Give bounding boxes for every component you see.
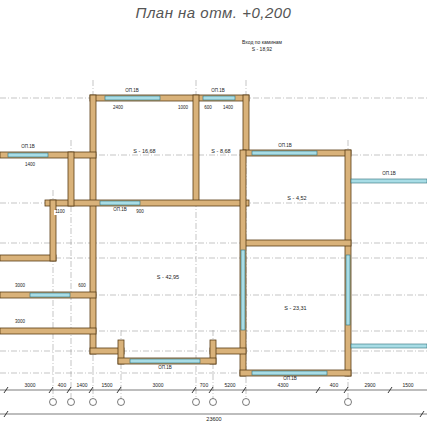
axis-markers bbox=[50, 399, 352, 406]
dimension: 900 bbox=[135, 210, 145, 215]
windows bbox=[8, 96, 427, 375]
dimension: 5200 bbox=[223, 383, 236, 388]
dimension: 1400 bbox=[75, 383, 88, 388]
dimension: 600 bbox=[77, 284, 87, 289]
dimension: 3000 bbox=[14, 320, 26, 325]
log-walls bbox=[0, 95, 351, 376]
dimension: 1500 bbox=[100, 383, 113, 388]
dimension: 3000 bbox=[14, 284, 26, 289]
room-area: S - 4,52 bbox=[286, 195, 307, 201]
dimension: 1400 bbox=[24, 163, 36, 168]
grid-lines bbox=[0, 80, 427, 400]
room: S - 42,95 bbox=[96, 206, 240, 348]
room-area: S - 8,68 bbox=[210, 148, 231, 154]
room-area: S - 23,31 bbox=[283, 305, 307, 311]
dimension: 1500 bbox=[401, 383, 414, 388]
room: S - 16,68 bbox=[96, 101, 193, 200]
dimension: 1000 bbox=[177, 106, 189, 111]
dimension: 4300 bbox=[276, 383, 289, 388]
room: S - 23,31 bbox=[246, 246, 345, 370]
room: S - 8,68 bbox=[199, 101, 243, 200]
plan-title: План на отм. +0,200 bbox=[0, 4, 427, 21]
window-mark: ОП.1В bbox=[210, 89, 226, 94]
dimension: 1400 bbox=[222, 106, 234, 111]
room: S - 4,52 bbox=[249, 156, 345, 240]
dimension: 400 bbox=[57, 383, 67, 388]
room-area: S - 16,68 bbox=[132, 148, 156, 154]
window-mark: ОП.1В bbox=[157, 366, 173, 371]
dimension: 3000 bbox=[23, 383, 36, 388]
dimension: 2400 bbox=[112, 106, 124, 111]
dimension-line bbox=[0, 387, 427, 417]
dimension: 700 bbox=[199, 383, 209, 388]
dimension: 3000 bbox=[151, 383, 164, 388]
note: Вход по каминам bbox=[241, 40, 283, 45]
room-area: S - 42,95 bbox=[156, 274, 180, 280]
window-mark: ОП.1В bbox=[381, 172, 397, 177]
window-mark: ОП.1В bbox=[277, 144, 293, 149]
window-mark: ОП.1В bbox=[112, 208, 128, 213]
window-mark: ОП.1В bbox=[124, 89, 140, 94]
window-mark: ОП.1В bbox=[20, 145, 36, 150]
dimension: 600 bbox=[203, 106, 213, 111]
window-mark: ОП.1В bbox=[282, 377, 298, 382]
dimension: 400 bbox=[329, 383, 339, 388]
total-dimension: 23600 bbox=[205, 417, 222, 423]
dimension: 2900 bbox=[363, 383, 376, 388]
dimension: 1100 bbox=[54, 210, 66, 215]
note: S - 18,92 bbox=[251, 47, 273, 52]
